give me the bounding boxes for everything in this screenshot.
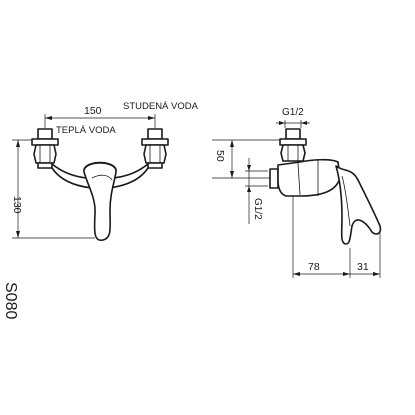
model-code: S080 [2,282,19,319]
dimension-height-side: 50 [212,139,284,179]
cold-water-label: STUDENÁ VODA [123,101,199,112]
dimension-height-front-label: 130 [11,196,23,214]
lever-handle-front [83,162,117,241]
front-view: 150 STUDENÁ VODA TEPLÁ VODA 130 [11,101,199,241]
dimension-lever: 31 [350,232,381,278]
dimension-thread-side-label: G1/2 [252,198,263,220]
side-view: G1/2 50 G1/2 [212,107,382,278]
dimension-height-front: 130 [11,139,95,239]
dimension-lever-label: 31 [357,261,369,273]
dimension-center-spacing-label: 150 [84,105,102,117]
lever-handle-side [335,165,382,245]
dimension-center-spacing: 150 [44,105,156,128]
dimension-height-side-label: 50 [214,150,226,162]
dimension-thread-top: G1/2 [276,107,310,128]
left-connector [31,128,59,169]
dimension-depth: 78 [292,196,351,278]
dimension-depth-label: 78 [308,261,320,273]
right-connector [141,128,169,169]
hot-water-label: TEPLÁ VODA [56,125,116,136]
side-connector [269,128,307,189]
mixer-body-side [277,158,341,197]
dimension-thread-side: G1/2 [245,158,268,224]
dimension-thread-top-label: G1/2 [282,107,304,118]
